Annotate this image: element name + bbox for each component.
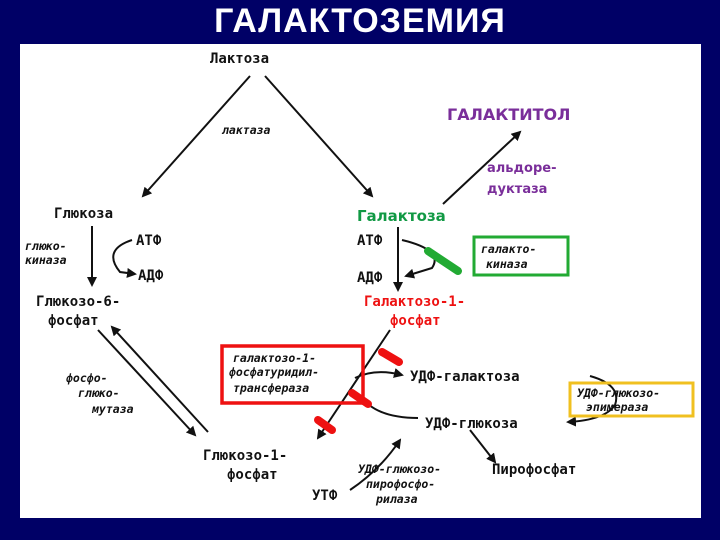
page-title: ГАЛАКТОЗЕМИЯ (214, 2, 506, 40)
atp-left-label: АТФ (136, 233, 162, 249)
phosphoglucomutase-line2: глюко- (78, 386, 120, 400)
red-block-marker-3 (314, 416, 336, 434)
g6p-label-line2: фосфат (48, 313, 99, 329)
g1p-label-line2: фосфат (227, 467, 278, 483)
galactitol-label: ГАЛАКТИТОЛ (447, 105, 570, 124)
lactase-label: лактаза (221, 123, 271, 137)
transferase-line3: трансфераза (233, 381, 309, 395)
udp-galactose-label: УДФ-галактоза (410, 369, 520, 385)
gal1p-label-line1: Галактозо-1- (364, 294, 465, 310)
utp-label: УТФ (312, 488, 338, 504)
phosphoglucomutase-line1: фосфо- (66, 371, 108, 385)
atp-right-label: АТФ (357, 233, 383, 249)
red-block-marker-1 (378, 348, 403, 366)
phosphoglucomutase-line3: мутаза (91, 402, 134, 416)
arrow-udp-glucose-down (469, 429, 497, 464)
transferase-line2: фосфатуридил- (229, 365, 319, 379)
transferase-box (220, 344, 365, 405)
arrow-utp-in (349, 438, 402, 491)
adp-right-label: АДФ (357, 270, 383, 286)
arrow-galactose-galactitol (442, 130, 522, 205)
arrow-g6p-g1p (97, 329, 197, 437)
glucokinase-line1: глюко- (25, 239, 67, 253)
epimerase-box (568, 381, 695, 418)
arrow-g1p-g6p (110, 325, 209, 433)
g6p-label-line1: Глюкозо-6- (36, 294, 120, 310)
green-block-marker (424, 247, 462, 275)
glucokinase-line2: киназа (25, 253, 67, 267)
epimerase-line1: УДФ-глюкозо- (577, 386, 660, 400)
galactokinase-line1: галакто- (481, 242, 536, 256)
adp-left-label: АДФ (138, 268, 164, 284)
arrow-to-udp-galactose (354, 368, 404, 379)
arrow-glucokinase-atp (112, 239, 137, 278)
arrow-galactokinase-atp (401, 239, 436, 279)
diagram-panel (20, 44, 701, 518)
galactokinase-box (472, 235, 570, 277)
g1p-label-line1: Глюкозо-1- (203, 448, 287, 464)
arrow-lactose-glucose (141, 75, 251, 198)
red-block-marker-2 (348, 389, 372, 408)
aldose-reductase-line1: альдоре- (487, 161, 556, 176)
glucose-label: Глюкоза (54, 206, 113, 222)
galactokinase-line2: киназа (486, 257, 528, 271)
galactose-label: Галактоза (357, 207, 446, 225)
pyrophosphorylase-line3: рилаза (375, 492, 418, 506)
udp-glucose-label: УДФ-глюкоза (425, 416, 518, 432)
epimerase-line2: эпимераза (586, 400, 648, 414)
pyrophosphorylase-line2: пирофосфо- (366, 477, 435, 491)
pyrophosphate-label: Пирофосфат (492, 462, 576, 478)
pyrophosphorylase-line1: УДФ-глюкозо- (358, 462, 441, 476)
arrow-lactose-galactose (264, 75, 374, 198)
arrow-gal1p-g1p (316, 329, 391, 440)
lactose-label: Лактоза (210, 51, 269, 67)
transferase-line1: галактозо-1- (233, 351, 316, 365)
aldose-reductase-line2: дуктаза (487, 182, 547, 197)
gal1p-label-line2: фосфат (390, 313, 441, 329)
